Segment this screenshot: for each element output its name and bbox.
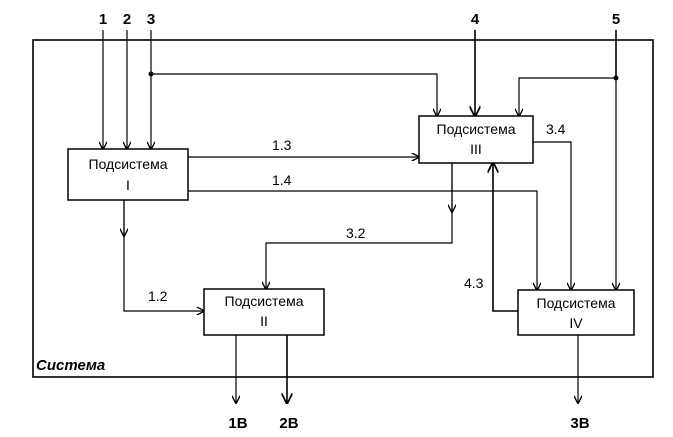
subsystem-2-title: Подсистема bbox=[225, 293, 304, 309]
link-label-1-4: 1.4 bbox=[272, 172, 292, 188]
arrow-link-4-3 bbox=[493, 163, 518, 312]
subsystem-3: Подсистема III bbox=[418, 115, 534, 164]
input-label-3: 3 bbox=[147, 11, 155, 28]
system-label: Система bbox=[36, 357, 105, 374]
input-label-2: 2 bbox=[123, 11, 131, 28]
output-label-2b: 2B bbox=[279, 415, 298, 432]
arrow-link-1-4 bbox=[188, 190, 537, 290]
subsystem-2: Подсистема II bbox=[203, 288, 325, 336]
subsystem-1-numeral: I bbox=[126, 177, 130, 193]
input-label-5: 5 bbox=[612, 11, 620, 28]
link-label-4-3: 4.3 bbox=[464, 275, 484, 291]
link-label-3-4: 3.4 bbox=[546, 121, 566, 137]
subsystem-4-title: Подсистема bbox=[537, 295, 616, 311]
subsystem-3-title: Подсистема bbox=[437, 121, 516, 137]
link-label-1-3: 1.3 bbox=[272, 137, 292, 153]
subsystem-1: Подсистема I bbox=[67, 148, 189, 201]
link-label-3-2: 3.2 bbox=[346, 225, 366, 241]
output-label-1b: 1B bbox=[228, 415, 247, 432]
arrow-input-3-to-subsystem-3 bbox=[151, 73, 437, 116]
input-label-4: 4 bbox=[471, 11, 480, 28]
subsystem-1-title: Подсистема bbox=[89, 156, 168, 172]
subsystem-4-numeral: IV bbox=[569, 315, 583, 331]
arrow-input-5-to-subsystem-3 bbox=[519, 77, 616, 116]
output-label-3b: 3B bbox=[570, 415, 589, 432]
subsystem-3-numeral: III bbox=[470, 141, 482, 157]
system-boundary bbox=[32, 39, 654, 378]
subsystem-4: Подсистема IV bbox=[517, 289, 635, 336]
subsystem-2-numeral: II bbox=[260, 313, 268, 329]
arrow-link-1-2 bbox=[123, 200, 204, 311]
input-label-1: 1 bbox=[99, 11, 107, 28]
link-label-1-2: 1.2 bbox=[148, 288, 168, 304]
arrow-link-3-4 bbox=[533, 141, 571, 290]
